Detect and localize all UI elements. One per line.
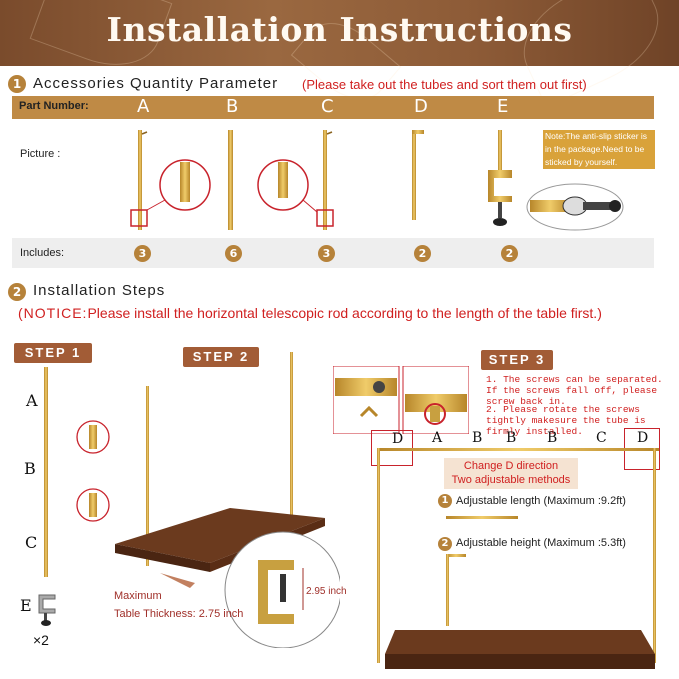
section-title: Accessories Quantity Parameter: [33, 75, 279, 92]
method-number-badge: 2: [438, 537, 452, 551]
quantity-badge: 3: [318, 245, 335, 262]
notice-line: (NOTICE:Please install the horizontal te…: [18, 305, 602, 321]
method-text: Adjustable length (Maximum :9.2ft): [456, 495, 626, 507]
sequence-letter: B: [506, 430, 517, 446]
anti-slip-sticker-image: [526, 183, 624, 231]
quantity-badge: 2: [501, 245, 518, 262]
table-thickness-label: Table Thickness: 2.75 inch: [114, 608, 244, 620]
part-letter: D: [414, 96, 428, 117]
section-number-badge: 1: [8, 75, 26, 93]
header-banner: [0, 0, 679, 115]
notice-text: Please install the horizontal telescopic…: [87, 305, 602, 321]
screw-note-2: 2. Please rotate the screws tightly make…: [486, 404, 646, 437]
step-2-label: STEP 2: [183, 347, 259, 367]
page-title: Installation Instructions: [106, 10, 573, 49]
rod-a-image: [138, 130, 142, 230]
step-1-letter: C: [25, 533, 38, 552]
maximum-label: Maximum: [114, 590, 162, 602]
quantity-badge: 6: [225, 245, 242, 262]
part-letter: B: [226, 96, 239, 117]
step-3-illustration: [377, 448, 659, 669]
section-note: (Please take out the tubes and sort them…: [302, 77, 587, 92]
parts-pictures: [130, 130, 512, 230]
rod-b-image: [228, 130, 233, 230]
sequence-letter: B: [547, 430, 558, 446]
sequence-letter: D: [637, 430, 649, 446]
sequence-letter: A: [432, 430, 443, 446]
part-number-header: Part Number: A B C D E: [12, 96, 654, 119]
sequence-letter: B: [472, 430, 483, 446]
screw-note-1: 1. The screws can be separated. If the s…: [486, 374, 663, 407]
part-number-label: Part Number:: [19, 100, 89, 112]
method-number-badge: 1: [438, 494, 452, 508]
step-1-letter: A: [26, 391, 38, 410]
notice-prefix: (NOTICE:: [18, 305, 88, 321]
section-title: Installation Steps: [33, 282, 166, 299]
section-number-badge: 2: [8, 283, 26, 301]
change-direction-box: Change D direction Two adjustable method…: [444, 458, 578, 489]
adjustable-methods-line: Two adjustable methods: [451, 474, 571, 486]
quantity-badge: 2: [414, 245, 431, 262]
sequence-letter: C: [596, 430, 607, 446]
change-direction-line: Change D direction: [463, 460, 559, 472]
picture-label: Picture :: [20, 148, 61, 160]
step-3-screw-detail: [333, 366, 469, 434]
part-letter: C: [321, 96, 334, 117]
sequence-letter: D: [392, 431, 404, 447]
step-2-illustration: [115, 352, 340, 648]
step-1-label: STEP 1: [14, 343, 92, 363]
step-1-letter: B: [24, 459, 36, 478]
step-1-letter: E: [20, 596, 32, 615]
rod-c-image: [323, 130, 327, 230]
sticker-note: Note:The anti-slip sticker is in the pac…: [543, 130, 655, 169]
step-1-illustration: [38, 367, 110, 626]
part-letter: A: [137, 96, 150, 117]
clamp-dimension: 2.95 inch: [306, 586, 347, 597]
step-3-label: STEP 3: [481, 350, 553, 370]
method-text: Adjustable height (Maximum :5.3ft): [456, 537, 626, 549]
includes-row: Includes: 3 6 3 2 2: [12, 238, 654, 268]
includes-label: Includes:: [20, 247, 65, 259]
quantity-multiplier: ×2: [33, 632, 49, 648]
part-letter: E: [497, 96, 509, 117]
rod-d-image: [412, 132, 416, 220]
quantity-badge: 3: [134, 245, 151, 262]
clamp-e-image: [498, 130, 502, 170]
